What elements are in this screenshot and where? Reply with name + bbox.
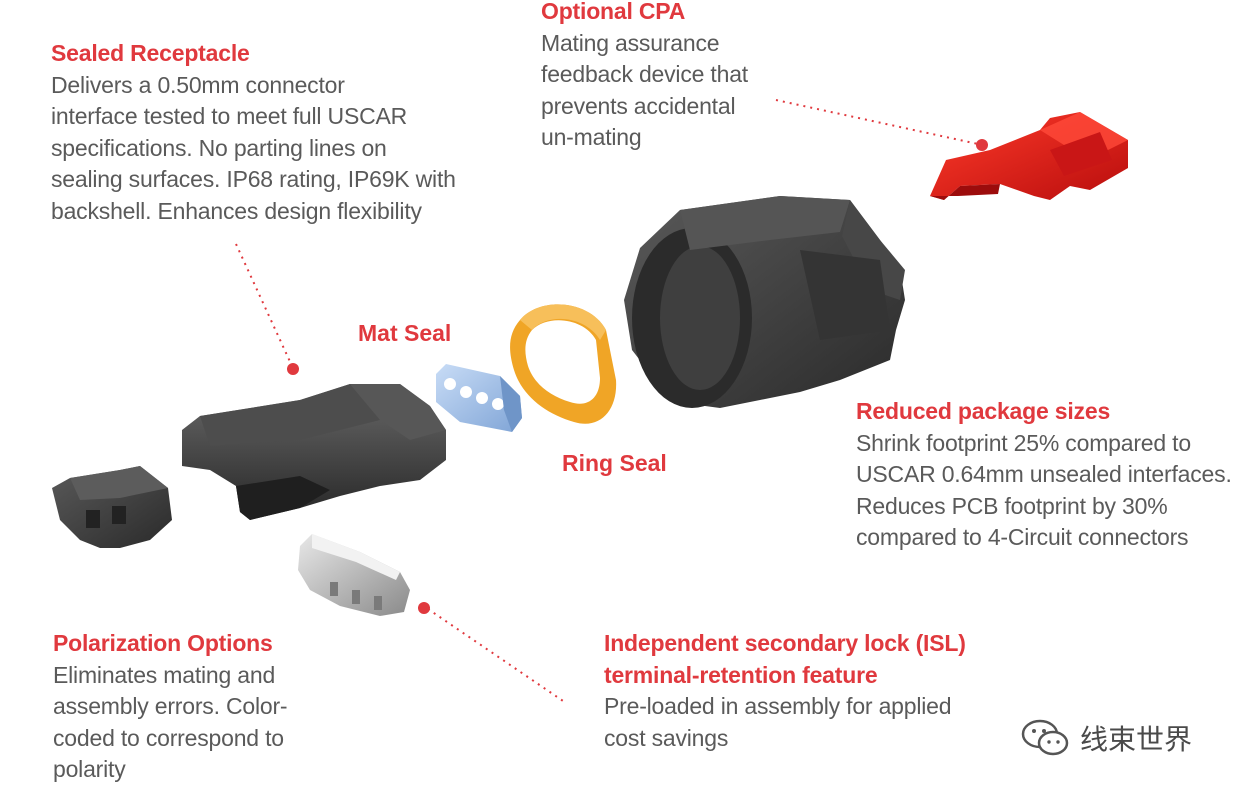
- mat-seal-label: Mat Seal: [358, 320, 452, 346]
- callout-reduced-package: Reduced package sizes Shrink footprint 2…: [856, 396, 1232, 554]
- callout-body: Pre-loaded in assembly for applied cost …: [604, 693, 952, 751]
- leader-dot-optional-cpa: [976, 139, 988, 151]
- isl-part: [298, 534, 410, 616]
- callout-body: Mating assurance feedback device that pr…: [541, 29, 748, 151]
- watermark: 线束世界: [1020, 718, 1192, 758]
- callout-isl: Independent secondary lock (ISL) termina…: [604, 628, 966, 754]
- mat-seal-part: [436, 364, 522, 432]
- callout-title: Independent secondary lock (ISL) termina…: [604, 630, 966, 688]
- plug-housing-part: [624, 196, 905, 408]
- receptacle-part: [182, 384, 446, 520]
- callout-polarization: Polarization Options Eliminates mating a…: [53, 628, 288, 786]
- wechat-icon: [1021, 719, 1069, 756]
- leader-line-optional-cpa: [775, 99, 979, 145]
- callout-title: Polarization Options: [53, 630, 273, 656]
- callout-sealed-receptacle: Sealed Receptacle Delivers a 0.50mm conn…: [51, 38, 456, 227]
- cpa-part: [930, 112, 1128, 200]
- polarization-part: [52, 466, 172, 548]
- callout-title: Sealed Receptacle: [51, 40, 250, 66]
- leader-line-sealed-receptacle: [235, 243, 293, 367]
- callout-body: Shrink footprint 25% compared to USCAR 0…: [856, 429, 1232, 551]
- leader-lines: [235, 99, 979, 704]
- watermark-text: 线束世界: [1080, 723, 1193, 756]
- leader-dots: [287, 139, 988, 614]
- leader-dot-sealed-receptacle: [287, 363, 299, 375]
- callout-body: Delivers a 0.50mm connector interface te…: [51, 71, 456, 224]
- ring-seal-part: [510, 304, 617, 424]
- callout-title: Optional CPA: [541, 0, 686, 24]
- callout-optional-cpa: Optional CPA Mating assurance feedback d…: [541, 0, 748, 154]
- ring-seal-label: Ring Seal: [562, 450, 667, 476]
- callout-body: Eliminates mating and assembly errors. C…: [53, 661, 288, 783]
- leader-line-isl: [427, 608, 567, 704]
- leader-dot-isl: [418, 602, 430, 614]
- callout-title: Reduced package sizes: [856, 398, 1111, 424]
